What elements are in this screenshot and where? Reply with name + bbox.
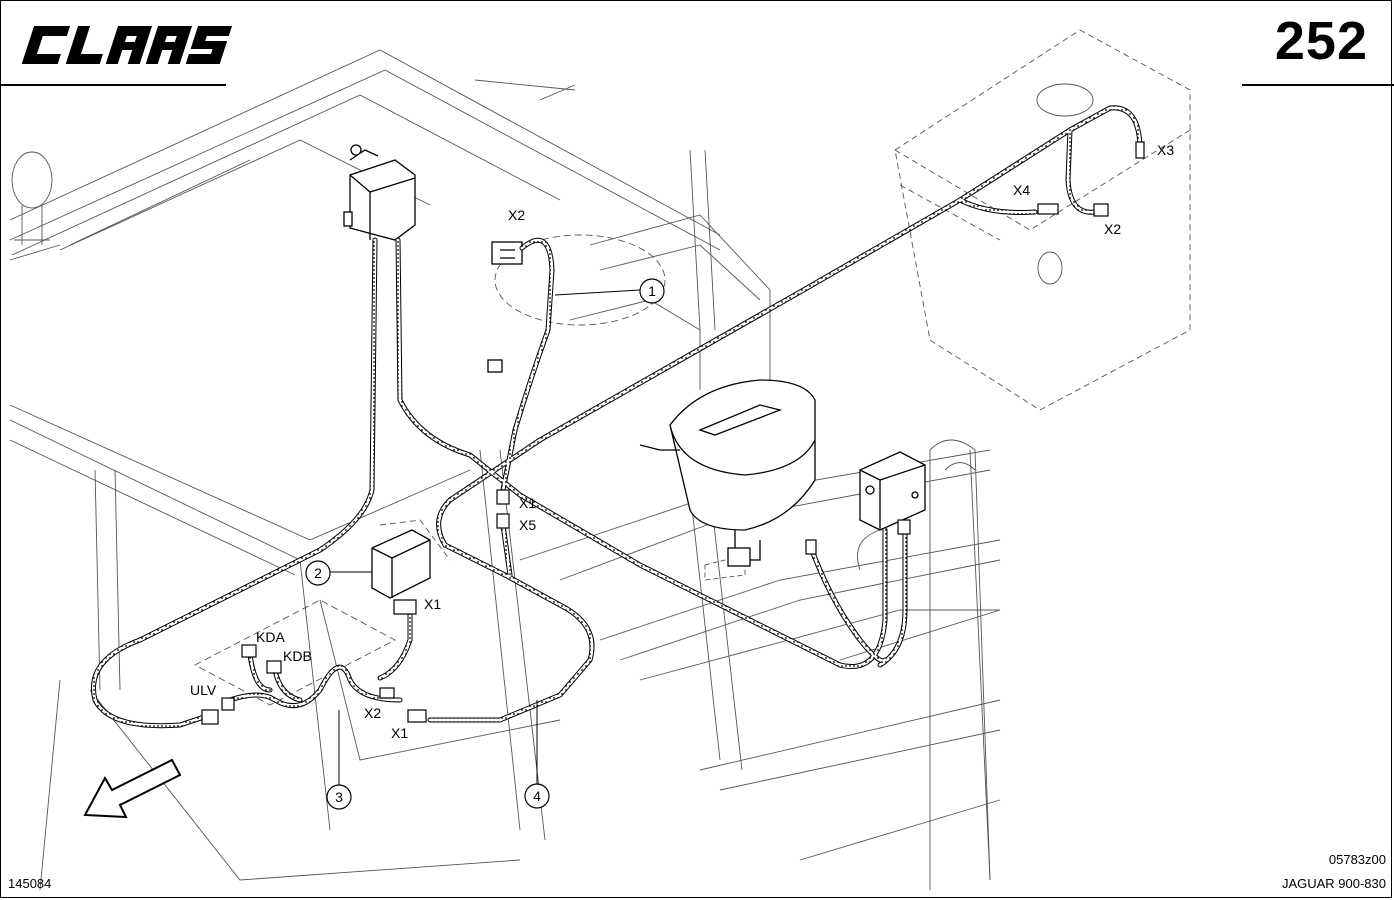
relay-box-top [343, 144, 416, 241]
label-x5: X5 [519, 517, 536, 533]
label-x1-center: X1 [519, 495, 536, 511]
callout-4: 4 [524, 783, 550, 809]
control-unit-right [859, 451, 926, 531]
label-x2-right: X2 [1104, 221, 1121, 237]
callout-3-label: 3 [335, 789, 343, 805]
header-rule-right [1242, 84, 1394, 86]
label-x2-top: X2 [508, 207, 525, 223]
cab-structure-background [9, 29, 1191, 891]
callouts: 1 2 3 4 [305, 278, 665, 810]
claas-logo [14, 20, 234, 70]
label-x1-lower: X1 [391, 725, 408, 741]
figure-code: 145084 [8, 876, 52, 891]
connector-x2-lower [379, 687, 395, 699]
connector-x1-lower [407, 709, 427, 723]
callout-leaders [330, 289, 641, 785]
callout-1-label: 1 [648, 283, 656, 299]
label-x1-mid: X1 [424, 596, 441, 612]
connectors [201, 141, 1145, 725]
label-x2-lower: X2 [364, 705, 381, 721]
callout-3: 3 [326, 784, 352, 810]
connector-x2-right [1093, 203, 1109, 217]
header-rule-left [0, 84, 226, 86]
label-kdb: KDB [283, 648, 312, 664]
connector-kdb [266, 660, 282, 674]
callout-2-label: 2 [314, 565, 322, 581]
reservoir [639, 379, 816, 567]
connector-kda [241, 644, 257, 658]
label-kda: KDA [256, 629, 285, 645]
drawing-code: 05783z00 [1328, 852, 1386, 867]
connector-labels: X2 X3 X4 X2 X1 X5 X1 KDA KDB ULV X2 X1 [190, 142, 1174, 741]
label-x3: X3 [1157, 142, 1174, 158]
cable-harnesses [93, 108, 1143, 726]
callout-2: 2 [305, 560, 331, 586]
connector-x5 [496, 513, 510, 529]
connector-ulv-mate [221, 697, 235, 711]
connector-x4 [1037, 203, 1059, 215]
callout-1: 1 [639, 278, 665, 304]
model-name: JAGUAR 900-830 [1281, 876, 1386, 891]
control-box-item-2 [371, 529, 431, 599]
connector-pump [805, 539, 817, 555]
connector-ulv [201, 709, 219, 725]
connector-x1-mid [393, 599, 417, 615]
connector-right-unit [897, 519, 911, 535]
components [343, 144, 926, 599]
bracket-x2-top [487, 241, 523, 373]
connector-x3 [1135, 141, 1145, 159]
connector-x1-center [496, 489, 510, 505]
direction-arrow-icon [83, 758, 182, 819]
label-x4: X4 [1013, 182, 1030, 198]
callout-4-label: 4 [533, 788, 541, 804]
label-ulv: ULV [190, 682, 217, 698]
page-number: 252 [1274, 11, 1368, 71]
